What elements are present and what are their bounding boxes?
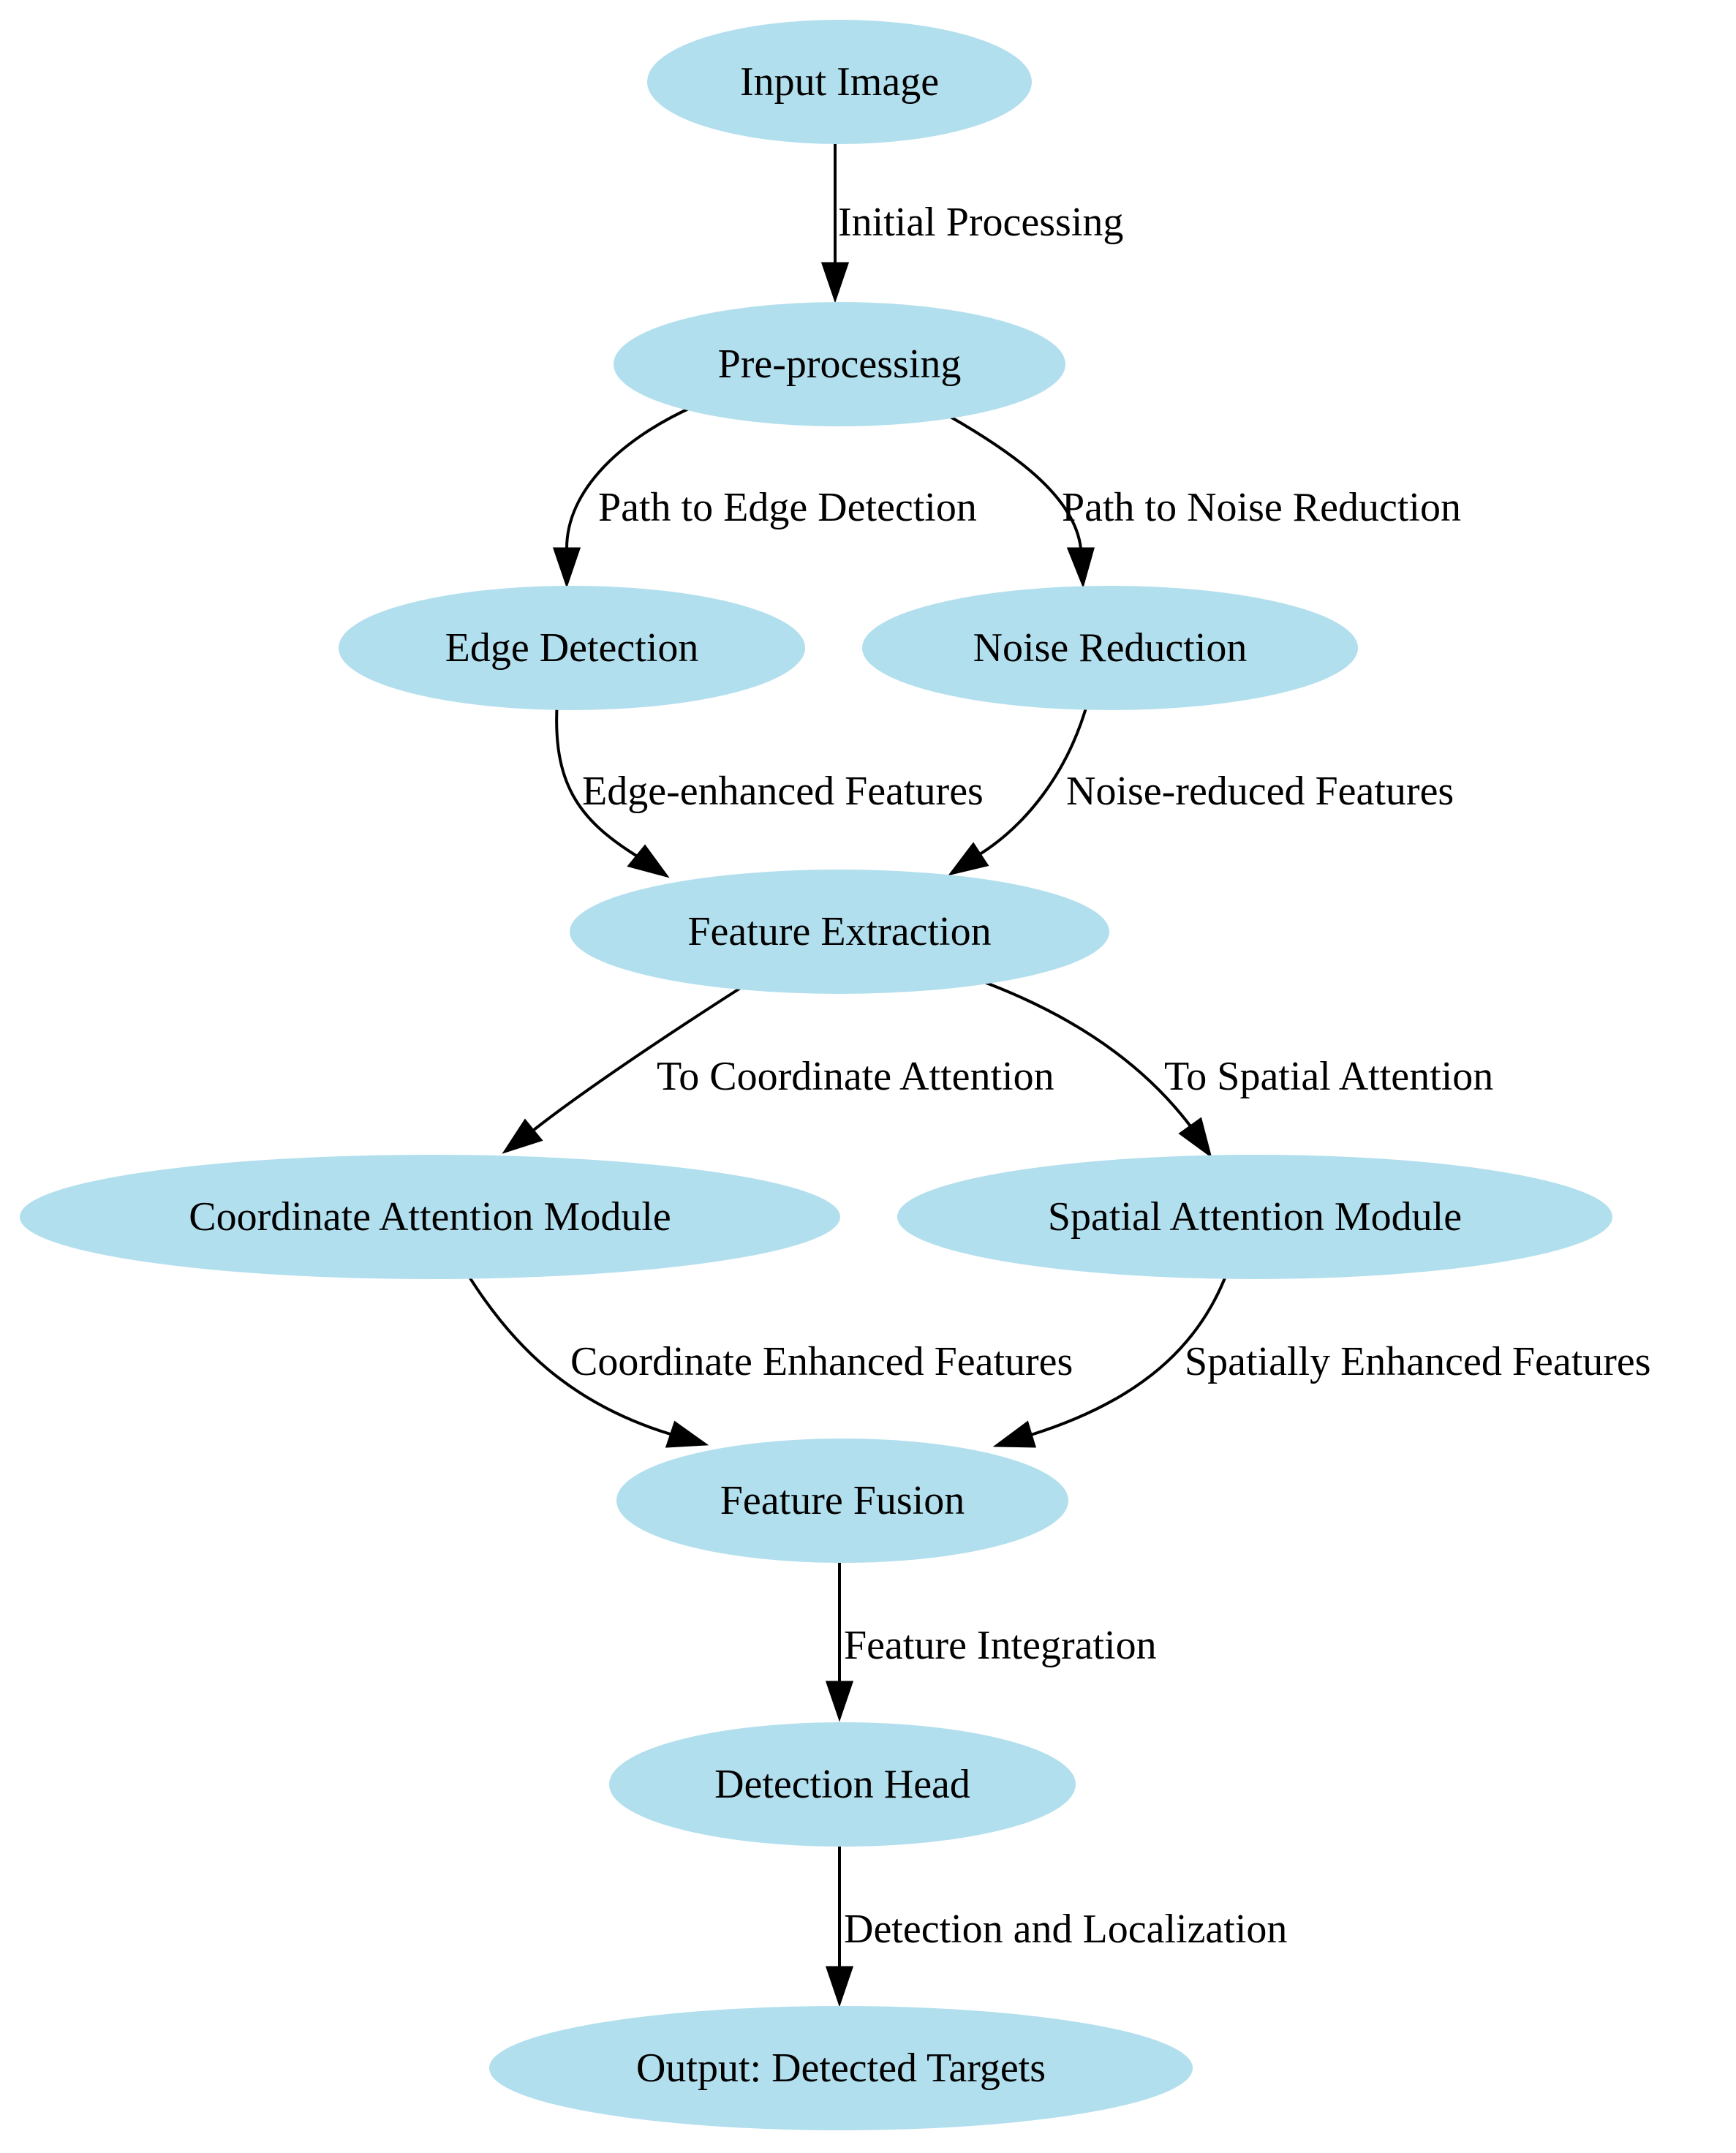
edge-edge-detection-to-feature-extraction xyxy=(555,700,638,857)
node-noise-reduction: Noise Reduction xyxy=(862,586,1358,710)
node-coordinate-attention-module: Coordinate Attention Module xyxy=(20,1155,840,1279)
node-label-preprocessing: Pre-processing xyxy=(718,342,962,387)
node-label-edge-detection: Edge Detection xyxy=(445,625,699,671)
node-label-coordinate-attention-module: Coordinate Attention Module xyxy=(189,1194,671,1240)
edge-label-feature-integration: Feature Integration xyxy=(844,1623,1157,1668)
node-shape-coordinate-attention-module xyxy=(20,1155,840,1279)
arrow-detection-head-to-output xyxy=(825,1966,854,2007)
node-label-noise-reduction: Noise Reduction xyxy=(973,625,1248,671)
edge-label-path-to-noise-reduction: Path to Noise Reduction xyxy=(1062,485,1461,530)
edge-noise-reduction-to-feature-extraction xyxy=(978,700,1090,856)
node-label-output-detected-targets: Output: Detected Targets xyxy=(636,2045,1046,2091)
arrow-spatial-attention-to-feature-fusion xyxy=(992,1420,1037,1448)
node-shape-detection-head xyxy=(609,1722,1076,1847)
arrow-coordinate-attention-to-feature-fusion xyxy=(665,1420,709,1448)
node-label-spatial-attention-module: Spatial Attention Module xyxy=(1048,1194,1462,1240)
node-shape-output-detected-targets xyxy=(489,2006,1193,2130)
edge-label-path-to-edge-detection: Path to Edge Detection xyxy=(598,485,977,530)
node-shape-preprocessing xyxy=(614,302,1065,426)
node-label-input-image: Input Image xyxy=(740,59,939,105)
edge-label-noise-reduced-features: Noise-reduced Features xyxy=(1066,769,1454,814)
arrow-noise-reduction-to-feature-extraction xyxy=(948,842,989,876)
node-label-detection-head: Detection Head xyxy=(714,1762,970,1807)
node-detection-head: Detection Head xyxy=(609,1722,1076,1847)
edge-spatial-attention-to-feature-fusion xyxy=(1030,1272,1229,1436)
arrow-feature-fusion-to-detection-head xyxy=(825,1681,854,1722)
node-input-image: Input Image xyxy=(647,20,1032,144)
edge-labels: Initial Processing Path to Edge Detectio… xyxy=(570,200,1651,1952)
node-feature-fusion: Feature Fusion xyxy=(616,1439,1068,1563)
arrow-edge-detection-to-feature-extraction xyxy=(627,844,670,878)
edge-label-spatially-enhanced-features: Spatially Enhanced Features xyxy=(1185,1339,1651,1384)
node-label-feature-extraction: Feature Extraction xyxy=(687,909,991,954)
node-feature-extraction: Feature Extraction xyxy=(570,870,1109,994)
arrow-preprocessing-to-edge-detection xyxy=(552,547,581,589)
nodes: Input Image Pre-processing Edge Detectio… xyxy=(20,20,1612,2130)
node-shape-edge-detection xyxy=(339,586,805,710)
edge-label-coordinate-enhanced-features: Coordinate Enhanced Features xyxy=(570,1339,1073,1384)
edge-feature-extraction-to-coordinate-attention xyxy=(532,982,749,1131)
node-shape-feature-extraction xyxy=(570,870,1109,994)
edge-preprocessing-to-edge-detection xyxy=(565,405,694,549)
arrow-feature-extraction-to-spatial-attention xyxy=(1178,1117,1212,1158)
edge-coordinate-attention-to-feature-fusion xyxy=(465,1271,673,1436)
edge-label-detection-and-localization: Detection and Localization xyxy=(844,1907,1287,1952)
edge-preprocessing-to-noise-reduction xyxy=(937,408,1082,549)
arrow-preprocessing-to-noise-reduction xyxy=(1066,547,1095,589)
edge-feature-extraction-to-spatial-attention xyxy=(978,979,1192,1128)
node-edge-detection: Edge Detection xyxy=(339,586,805,710)
edge-label-to-spatial-attention: To Spatial Attention xyxy=(1164,1054,1493,1099)
node-shape-input-image xyxy=(647,20,1032,144)
arrow-input-to-preprocessing xyxy=(820,262,850,303)
edges xyxy=(465,143,1229,2007)
edge-label-to-coordinate-attention: To Coordinate Attention xyxy=(657,1054,1054,1099)
edge-label-edge-enhanced-features: Edge-enhanced Features xyxy=(582,769,984,814)
arrow-feature-extraction-to-coordinate-attention xyxy=(502,1118,543,1154)
node-shape-spatial-attention-module xyxy=(897,1155,1612,1279)
node-spatial-attention-module: Spatial Attention Module xyxy=(897,1155,1612,1279)
node-preprocessing: Pre-processing xyxy=(614,302,1065,426)
node-shape-feature-fusion xyxy=(616,1439,1068,1563)
node-output-detected-targets: Output: Detected Targets xyxy=(489,2006,1193,2130)
node-label-feature-fusion: Feature Fusion xyxy=(720,1478,965,1523)
node-shape-noise-reduction xyxy=(862,586,1358,710)
edge-label-initial-processing: Initial Processing xyxy=(838,200,1123,245)
